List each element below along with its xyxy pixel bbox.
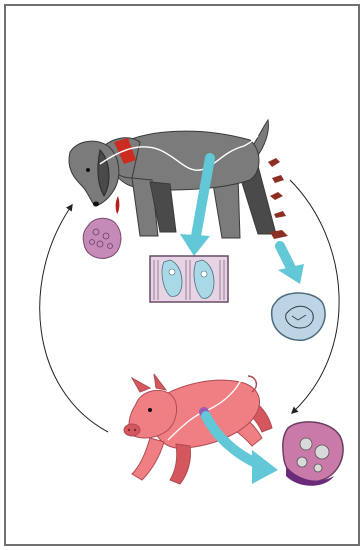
dog-head	[69, 141, 119, 206]
pig-eye-icon	[148, 408, 152, 412]
muscle-cyst-icon	[283, 422, 343, 486]
arrow-to-oocyst	[280, 246, 292, 270]
tissue-cyst-icon	[83, 218, 121, 258]
oocyst-icon	[272, 293, 325, 340]
pig-host	[124, 372, 272, 484]
blood-drip-icon	[116, 196, 120, 214]
intestinal-micrograph-icon	[150, 256, 228, 302]
pig-ear-2	[154, 374, 166, 390]
pig-snout-icon	[124, 424, 140, 436]
dog-nose-icon	[93, 202, 99, 207]
pig-front-leg	[132, 438, 164, 480]
pig-front-leg-2	[170, 444, 191, 484]
dog-eye-icon	[86, 168, 90, 172]
pig-ear	[132, 378, 150, 392]
